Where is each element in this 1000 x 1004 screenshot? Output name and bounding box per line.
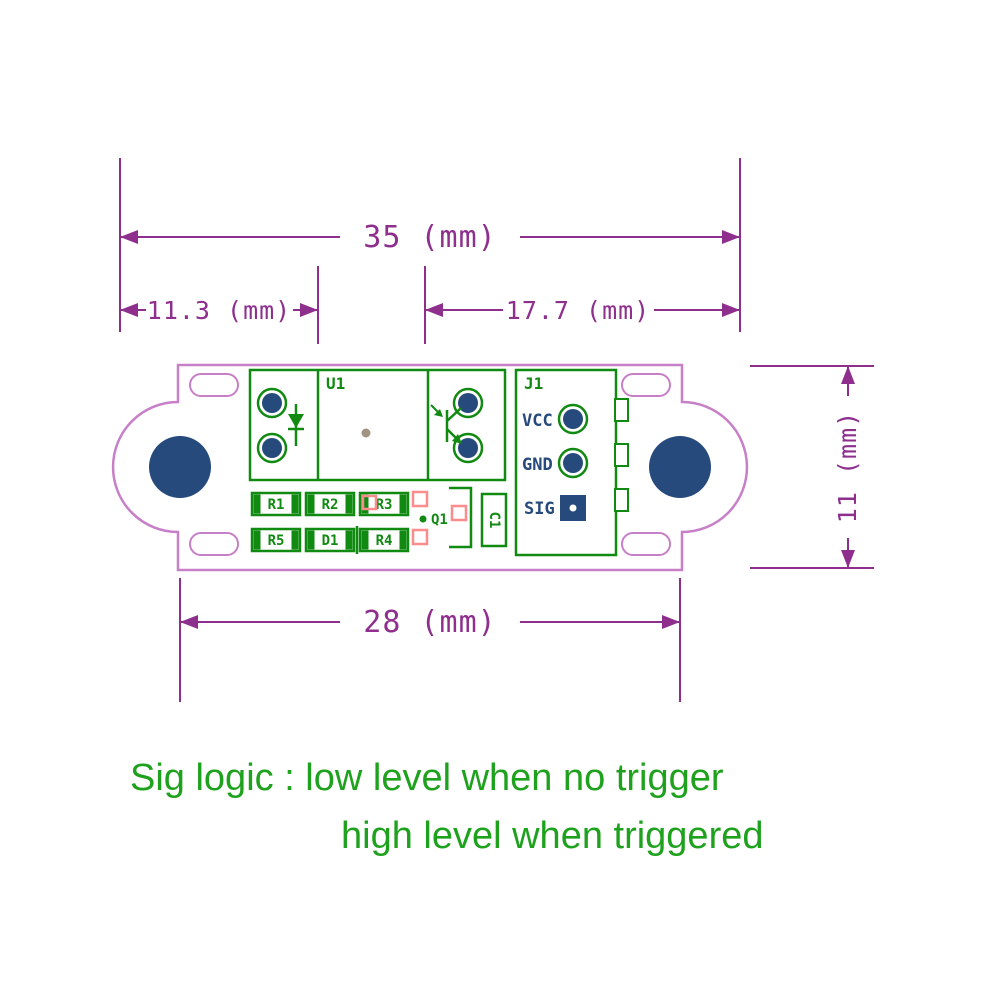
capacitor-c1: C1	[480, 492, 508, 548]
pad-hole	[458, 438, 478, 458]
arrow-right-icon	[300, 303, 318, 317]
dim-hole-spacing-label: 28 (mm)	[363, 605, 496, 640]
dim-overall-width-label: 35 (mm)	[363, 220, 496, 255]
solder-pads-pink	[361, 490, 468, 546]
q1-bracket	[449, 486, 473, 549]
u1-outline	[248, 368, 507, 482]
dim-text-backgrounds	[146, 218, 866, 641]
arrow-right-icon	[662, 615, 680, 629]
resistor-r5: R5	[250, 527, 302, 553]
corner-oval-pads	[189, 373, 671, 556]
r1-label: R1	[268, 497, 285, 513]
j1-pin-notch	[614, 488, 629, 512]
phototransistor-symbol	[430, 404, 462, 444]
r4-label: R4	[376, 533, 393, 549]
mounting-hole-right	[649, 436, 711, 498]
diode-d1: D1	[304, 527, 356, 553]
dimension-labels: 35 (mm) 11.3 (mm) 17.7 (mm) 11 (mm) 28 (…	[147, 220, 862, 640]
q1-pin1-dot	[419, 515, 427, 523]
arrow-left-icon	[425, 303, 443, 317]
r5-label: R5	[268, 533, 285, 549]
smd-pad	[411, 490, 429, 508]
sig-pad-hole	[569, 504, 577, 512]
smd-pad	[450, 504, 468, 522]
led-diode-symbol	[288, 404, 304, 446]
smd-pad	[411, 528, 429, 546]
pin-label-gnd: GND	[522, 455, 553, 475]
pcb-board: U1 J1 VCC GND SIG R1	[111, 363, 749, 572]
resistor-r1: R1	[250, 491, 302, 517]
sensor-u1: U1	[248, 368, 507, 482]
arrow-left-icon	[120, 303, 138, 317]
pad-hole	[262, 393, 282, 413]
dim-board-height-label: 11 (mm)	[833, 411, 862, 523]
r3-label: R3	[376, 497, 393, 513]
transistor-q1: Q1	[419, 486, 473, 549]
caption-line2: high level when triggered	[341, 815, 764, 857]
j1-label: J1	[524, 374, 543, 393]
j1-pin-notch	[614, 398, 629, 422]
resistor-r3: R3	[358, 491, 410, 517]
gnd-pad	[563, 453, 583, 473]
arrow-down-icon	[841, 550, 855, 568]
oval-pad	[621, 532, 671, 556]
arrow-left-icon	[180, 615, 198, 629]
resistor-r4: R4	[358, 527, 410, 553]
header-j1: J1 VCC GND SIG	[514, 368, 629, 557]
arrow-right-icon	[722, 230, 740, 244]
pad-hole	[262, 438, 282, 458]
sig-logic-caption: Sig logic : low level when no trigger hi…	[130, 757, 764, 857]
c1-label: C1	[486, 512, 502, 529]
dimension-arrows	[120, 230, 855, 629]
q1-label: Q1	[431, 512, 448, 528]
oval-pad	[189, 532, 239, 556]
vcc-pad	[563, 409, 583, 429]
u1-pads	[256, 387, 484, 464]
oval-pad	[621, 373, 671, 397]
resistor-r2: R2	[304, 491, 356, 517]
dim-right-section-label: 17.7 (mm)	[506, 296, 650, 325]
mounting-hole-left	[149, 436, 211, 498]
passive-components: R1 R2 R3 R5	[250, 491, 410, 554]
u1-label: U1	[326, 374, 345, 393]
arrow-right-icon	[722, 303, 740, 317]
c1-outline	[480, 492, 508, 548]
smd-pad	[361, 494, 378, 511]
d1-label: D1	[322, 533, 339, 549]
arrow-left-icon	[120, 230, 138, 244]
r2-label: R2	[322, 497, 339, 513]
sensor-center-dot	[361, 428, 371, 438]
j1-pin-notch	[614, 443, 629, 467]
pin-label-vcc: VCC	[522, 411, 553, 431]
dim-left-section-label: 11.3 (mm)	[147, 296, 291, 325]
pin-label-sig: SIG	[524, 499, 555, 519]
caption-line1: Sig logic : low level when no trigger	[130, 757, 724, 799]
pad-hole	[458, 393, 478, 413]
arrow-up-icon	[841, 366, 855, 384]
oval-pad	[189, 373, 239, 397]
